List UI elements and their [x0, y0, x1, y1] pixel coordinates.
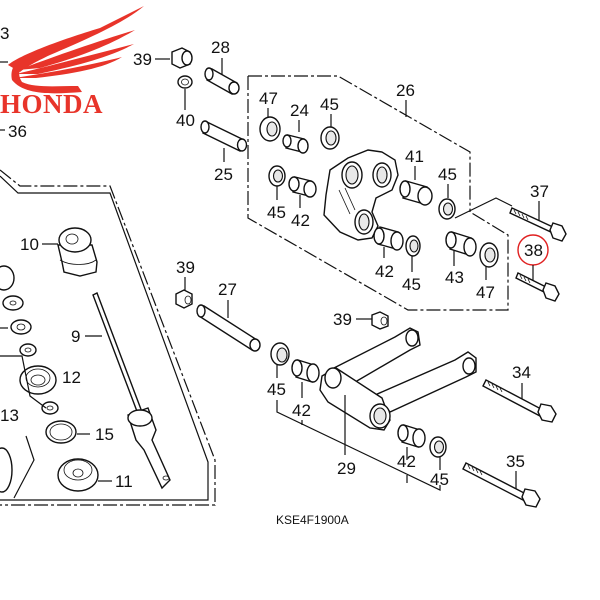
bolt-35-icon: [462, 462, 541, 508]
seal-47-icon: [259, 116, 281, 142]
callout-42-lower[interactable]: 42: [375, 262, 394, 281]
callout-38[interactable]: 38: [524, 241, 543, 260]
callout-36[interactable]: 36: [8, 122, 27, 141]
bushing-41-icon: [399, 180, 433, 206]
flange-nut-icon: [371, 311, 389, 330]
callout-42-link-left[interactable]: 42: [292, 401, 311, 420]
callout-13[interactable]: 13: [0, 406, 19, 425]
honda-wing-logo: HONDA: [0, 6, 144, 119]
callout-34[interactable]: 34: [512, 363, 531, 382]
bolt-34-icon: [482, 379, 557, 423]
bump-rubber-icon: [57, 227, 98, 277]
callout-26[interactable]: 26: [396, 81, 415, 100]
collar-27-icon: [196, 304, 261, 352]
bushing-42-icon: [373, 226, 404, 251]
shock-components-icon: [0, 265, 99, 493]
callout-42-link-right[interactable]: 42: [397, 452, 416, 471]
callout-42-left[interactable]: 42: [291, 211, 310, 230]
flange-nut-icon: [175, 289, 193, 309]
bushing-42-icon: [288, 176, 317, 198]
bearing-45-icon: [429, 436, 447, 458]
callout-43[interactable]: 43: [445, 268, 464, 287]
callout-40[interactable]: 40: [176, 111, 195, 130]
collar-28-icon: [204, 67, 240, 95]
cushion-arm-icon: [323, 149, 399, 241]
callout-25[interactable]: 25: [214, 165, 233, 184]
callout-27[interactable]: 27: [218, 280, 237, 299]
bushing-43-icon: [445, 231, 477, 257]
callout-35[interactable]: 35: [506, 452, 525, 471]
callout-10[interactable]: 10: [20, 235, 39, 254]
bushing-42-icon: [397, 424, 426, 448]
callout-45-left[interactable]: 45: [267, 203, 286, 222]
nut-icon: [177, 75, 193, 89]
callout-9[interactable]: 9: [71, 327, 80, 346]
seal-47-icon: [479, 242, 499, 268]
bearing-45-icon: [405, 235, 421, 257]
flange-nut-icon: [171, 47, 193, 69]
bearing-45-icon: [268, 165, 286, 187]
diagram-code: KSE4F1900A: [276, 513, 349, 527]
bearing-45-icon: [270, 342, 290, 366]
shock-rod-icon: [92, 292, 171, 490]
wing-icon: [8, 6, 144, 94]
collar-25-icon: [200, 120, 248, 152]
callout-45-top[interactable]: 45: [320, 95, 339, 114]
bushing-24-icon: [282, 134, 309, 154]
brand-name: HONDA: [0, 89, 103, 119]
callout-45-link-right[interactable]: 45: [430, 470, 449, 489]
callout-37[interactable]: 37: [530, 182, 549, 201]
link-arm-icon: [319, 327, 477, 431]
callout-3[interactable]: 3: [0, 24, 9, 43]
bolt-37-icon: [509, 207, 567, 242]
bolt-38-icon: [515, 272, 560, 302]
callout-45-link-left[interactable]: 45: [267, 380, 286, 399]
callout-39-left[interactable]: 39: [176, 258, 195, 277]
callout-39-top[interactable]: 39: [133, 50, 152, 69]
callout-28[interactable]: 28: [211, 38, 230, 57]
callout-45-lower[interactable]: 45: [402, 275, 421, 294]
callout-47-right[interactable]: 47: [476, 283, 495, 302]
callout-12[interactable]: 12: [62, 368, 81, 387]
callout-29[interactable]: 29: [337, 459, 356, 478]
callout-39-center[interactable]: 39: [333, 310, 352, 329]
bushing-42-icon: [291, 359, 320, 383]
callout-47-top[interactable]: 47: [259, 89, 278, 108]
callout-41[interactable]: 41: [405, 147, 424, 166]
bearing-45-icon: [320, 126, 340, 150]
bearing-45-icon: [438, 198, 456, 220]
callout-15[interactable]: 15: [95, 425, 114, 444]
callout-45-right[interactable]: 45: [438, 165, 457, 184]
callout-11[interactable]: 11: [115, 472, 133, 491]
callout-24[interactable]: 24: [290, 101, 309, 120]
